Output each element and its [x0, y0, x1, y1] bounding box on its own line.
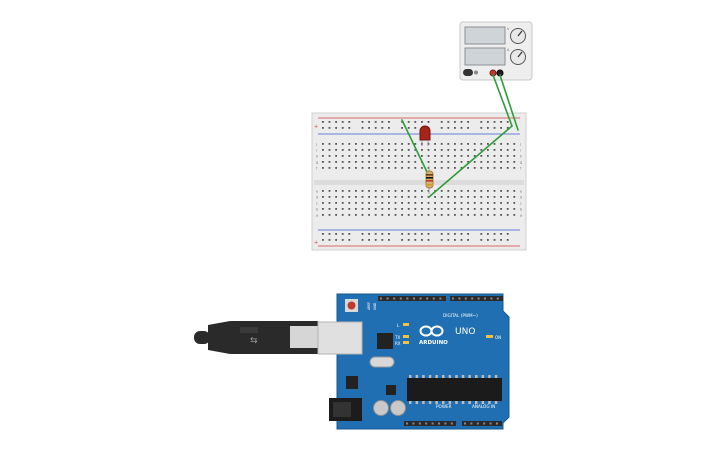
arduino-logo-icon	[419, 325, 444, 337]
led-tx-label: TX	[394, 335, 400, 340]
digital-pwm-label: DIGITAL (PWM~)	[443, 313, 478, 318]
row-letter: c	[316, 202, 318, 206]
center-channel	[314, 180, 524, 185]
resistor[interactable]	[425, 166, 434, 194]
led-l-label: L	[397, 323, 400, 328]
row-letter: a	[316, 214, 318, 218]
gnd-label: GND	[373, 302, 377, 310]
row-letter: j	[315, 143, 317, 147]
wires[interactable]	[401, 74, 519, 198]
wire-led-to-rail[interactable]	[401, 119, 428, 173]
row-letter: i	[316, 149, 317, 153]
chip-pins	[409, 375, 498, 404]
arduino-model-label: UNO	[455, 327, 475, 337]
row-letter: d	[316, 196, 318, 200]
digital-header-right[interactable]	[450, 296, 503, 301]
analog-in-label: ANALOG IN	[472, 404, 495, 409]
rail-plus-label: +	[314, 124, 318, 130]
power-header[interactable]	[404, 421, 456, 426]
rail-plus-label-bottom: +	[314, 240, 318, 246]
arduino-uno[interactable]: L TX RX ON ARDUINO UNO DIGITAL (PWM~) PO…	[317, 293, 510, 430]
row-letter: a	[520, 214, 522, 218]
voltage-display	[464, 26, 506, 45]
led[interactable]	[419, 125, 431, 146]
row-letter: f	[316, 167, 318, 171]
current-display	[464, 47, 506, 66]
row-letter: j	[519, 143, 521, 147]
analog-header[interactable]	[462, 421, 502, 426]
row-letter: g	[316, 161, 318, 165]
arduino-logo-text: ARDUINO	[419, 340, 448, 346]
wire-rail-to-resistor[interactable]	[428, 125, 513, 198]
row-letter: c	[520, 202, 522, 206]
svg-text:V: V	[507, 27, 510, 31]
aref-label: AREF	[367, 302, 371, 310]
row-letter: d	[520, 196, 522, 200]
led-rx-label: RX	[395, 341, 401, 346]
row-letter: h	[520, 155, 522, 159]
on-led-label: ON	[495, 335, 501, 340]
power-switch[interactable]	[463, 69, 473, 76]
power-supply[interactable]: V A	[459, 21, 533, 81]
row-letter: e	[316, 190, 318, 194]
row-letter: f	[520, 167, 522, 171]
row-letter: g	[520, 161, 522, 165]
usb-icon: ⇆	[250, 336, 258, 346]
reset-button[interactable]	[347, 301, 356, 310]
row-letter: b	[520, 208, 523, 212]
row-letter: i	[520, 149, 521, 153]
row-letter: h	[316, 155, 318, 159]
atmega-chip	[407, 378, 502, 401]
usb-strain-relief	[194, 331, 210, 344]
svg-text:A: A	[507, 48, 510, 52]
usb-connector	[290, 326, 320, 348]
header-pins[interactable]	[380, 297, 499, 425]
digital-header-left[interactable]	[378, 296, 446, 301]
row-letter: b	[316, 208, 319, 212]
power-label: POWER	[436, 404, 452, 409]
row-letter: e	[520, 190, 522, 194]
wire-supply-positive[interactable]	[492, 74, 513, 127]
wire-supply-negative[interactable]	[499, 74, 519, 131]
